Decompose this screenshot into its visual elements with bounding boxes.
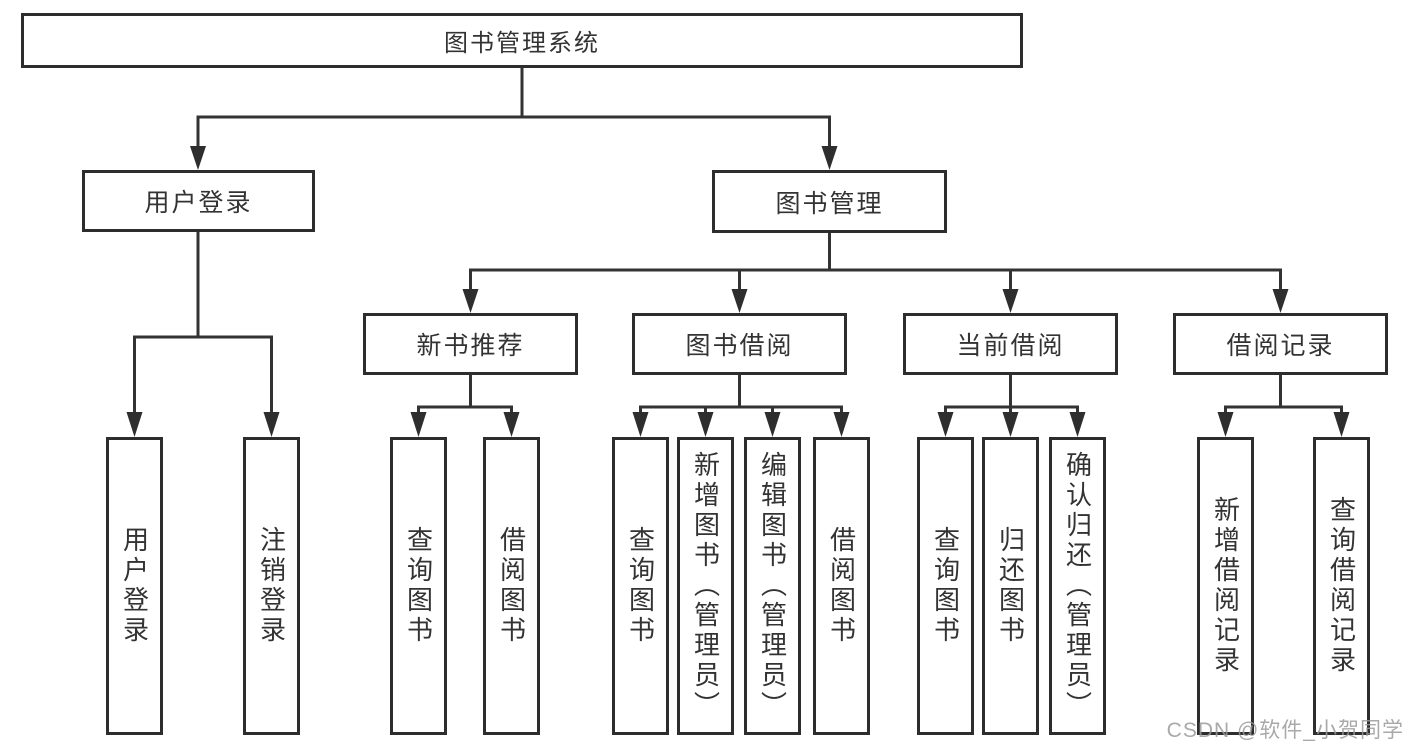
node-borrowing-records: 借阅记录 xyxy=(1173,313,1388,375)
leaf-br-add-record-label: 新增借阅记录 xyxy=(1210,496,1241,676)
node-root: 图书管理系统 xyxy=(21,13,1023,68)
leaf-logout-label: 注销登录 xyxy=(256,526,287,646)
connectors-user-login-to-leaves xyxy=(126,232,280,437)
connectors-book-management-to-level3 xyxy=(462,233,1289,313)
node-book-borrowing: 图书借阅 xyxy=(632,313,847,375)
leaf-nb-query-books-label: 查询图书 xyxy=(403,526,434,646)
leaf-bb-edit-book-admin: 编辑图书（管理员） xyxy=(744,437,801,735)
node-user-login-label: 用户登录 xyxy=(144,189,253,217)
leaf-user-login-label: 用户登录 xyxy=(119,526,150,646)
leaf-logout: 注销登录 xyxy=(243,437,300,735)
leaf-bb-add-book-admin-label: 新增图书（管理员） xyxy=(690,451,721,721)
node-new-book-recommend-label: 新书推荐 xyxy=(416,332,525,360)
node-current-borrowing: 当前借阅 xyxy=(903,313,1118,375)
leaf-bb-borrow-books: 借阅图书 xyxy=(813,437,870,735)
leaf-br-add-record: 新增借阅记录 xyxy=(1197,437,1254,735)
leaf-cb-confirm-return-admin-label: 确认归还（管理员） xyxy=(1062,451,1093,721)
node-user-login: 用户登录 xyxy=(82,170,315,232)
leaf-nb-query-books: 查询图书 xyxy=(390,437,447,735)
leaf-bb-borrow-books-label: 借阅图书 xyxy=(826,526,857,646)
node-borrowing-records-label: 借阅记录 xyxy=(1226,332,1335,360)
leaf-cb-query-books-label: 查询图书 xyxy=(930,526,961,646)
leaf-cb-confirm-return-admin: 确认归还（管理员） xyxy=(1049,437,1106,735)
connectors-borrowing-records-to-leaves xyxy=(1217,375,1350,437)
csdn-watermark: CSDN @软件_小贺同学 xyxy=(1166,719,1404,742)
connectors-book-borrowing-to-leaves xyxy=(632,375,850,437)
leaf-cb-return-books: 归还图书 xyxy=(982,437,1039,735)
leaf-nb-borrow-books: 借阅图书 xyxy=(483,437,540,735)
leaf-bb-query-books-label: 查询图书 xyxy=(625,526,656,646)
leaf-br-query-record-label: 查询借阅记录 xyxy=(1326,496,1357,676)
leaf-br-query-record: 查询借阅记录 xyxy=(1313,437,1370,735)
leaf-user-login: 用户登录 xyxy=(106,437,163,735)
node-current-borrowing-label: 当前借阅 xyxy=(956,332,1065,360)
leaf-cb-query-books: 查询图书 xyxy=(917,437,974,735)
connectors-root-to-level2 xyxy=(190,68,838,170)
connectors-current-borrowing-to-leaves xyxy=(937,375,1086,437)
leaf-nb-borrow-books-label: 借阅图书 xyxy=(496,526,527,646)
leaf-bb-add-book-admin: 新增图书（管理员） xyxy=(677,437,734,735)
leaf-bb-edit-book-admin-label: 编辑图书（管理员） xyxy=(757,451,788,721)
leaf-cb-return-books-label: 归还图书 xyxy=(995,526,1026,646)
node-book-management-label: 图书管理 xyxy=(775,189,884,218)
node-book-management: 图书管理 xyxy=(712,170,947,233)
node-book-borrowing-label: 图书借阅 xyxy=(685,332,794,360)
node-new-book-recommend: 新书推荐 xyxy=(363,313,578,375)
node-root-label: 图书管理系统 xyxy=(444,30,600,57)
connectors-new-book-recommend-to-leaves xyxy=(410,375,520,437)
leaf-bb-query-books: 查询图书 xyxy=(612,437,669,735)
